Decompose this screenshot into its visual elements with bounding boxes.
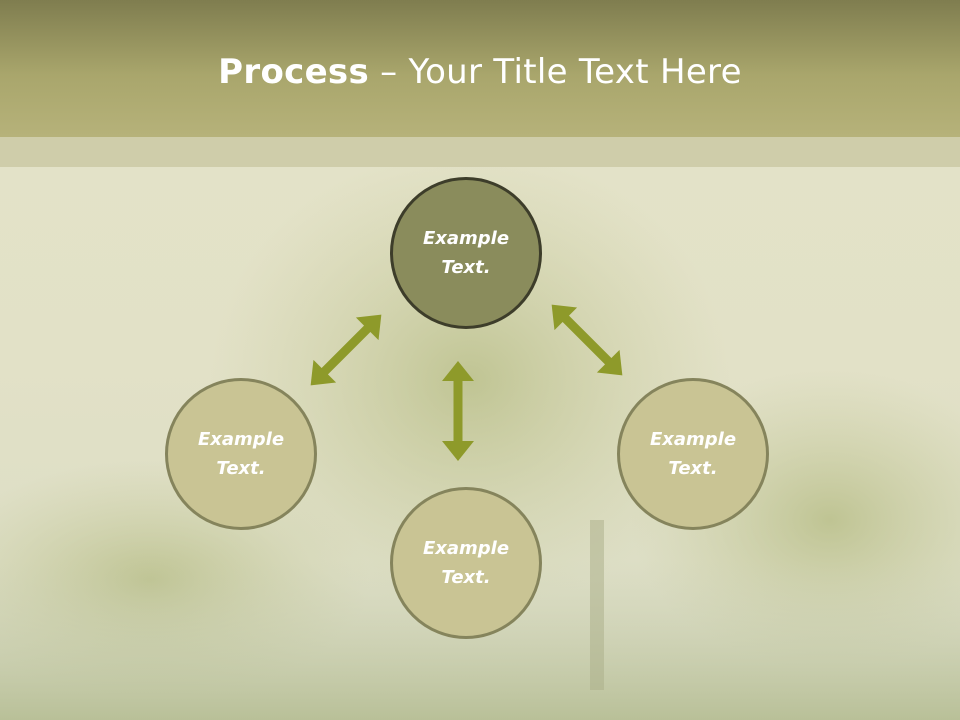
node-top-label: Example Text. — [422, 228, 510, 278]
node-right[interactable]: Example Text. — [617, 378, 769, 530]
page-title: Process – Your Title Text Here — [0, 52, 960, 92]
node-top[interactable]: Example Text. — [390, 177, 542, 329]
node-bottom-label: Example Text. — [422, 538, 510, 588]
header-band — [0, 0, 960, 137]
title-bold: Process — [218, 52, 370, 92]
arrow-vertical — [442, 361, 474, 461]
arrow-top-right — [551, 304, 623, 376]
header-subband — [0, 137, 960, 167]
node-right-label: Example Text. — [649, 429, 737, 479]
node-bottom[interactable]: Example Text. — [390, 487, 542, 639]
title-rest: – Your Title Text Here — [369, 52, 742, 92]
node-left[interactable]: Example Text. — [165, 378, 317, 530]
node-left-label: Example Text. — [197, 429, 285, 479]
arrow-left-top — [310, 314, 382, 386]
